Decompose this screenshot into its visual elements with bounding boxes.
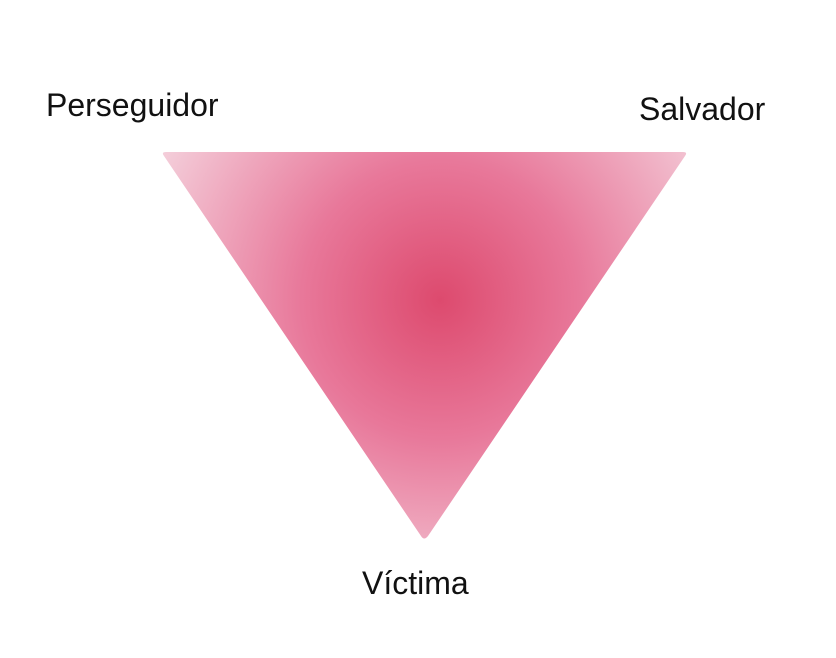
label-salvador: Salvador [639, 91, 766, 127]
triangle-shape [162, 152, 687, 539]
label-perseguidor: Perseguidor [46, 87, 219, 123]
label-victima: Víctima [362, 565, 469, 601]
